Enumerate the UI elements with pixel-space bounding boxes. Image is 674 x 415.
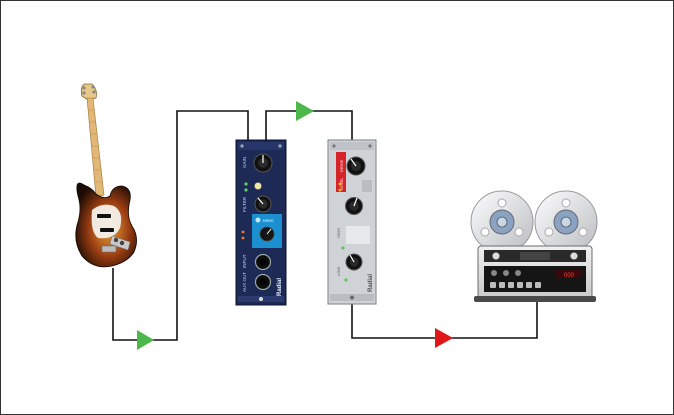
tape-counter: 000 [564, 273, 575, 279]
eq-module-icon: DRIVE LEVEL HIGH LOW Radial [327, 139, 377, 305]
cable-di-to-eq [265, 110, 353, 140]
di-input-label: INPUT [242, 254, 247, 268]
di-gain-label: GAIN [242, 157, 247, 168]
reel-to-reel-tape-recorder-icon: 000 [470, 190, 598, 302]
eq-low-label: LOW [336, 267, 341, 276]
left-reel [470, 190, 534, 254]
arrow-eq-to-tape [435, 328, 453, 348]
di-aux-out-label: AUX OUT [242, 272, 247, 292]
bass-guitar-icon [75, 83, 137, 268]
eq-drive-label: DRIVE [339, 159, 344, 172]
eq-level-label: LEVEL [339, 177, 344, 190]
di-drive-text: DRIVE [263, 219, 274, 223]
cable-guitar-to-di [112, 110, 249, 341]
eq-high-label: HIGH [336, 228, 341, 238]
di-brand: Radial [277, 278, 283, 296]
cable-eq-to-tape [351, 301, 538, 339]
arrow-guitar-to-di [137, 330, 154, 350]
right-reel [534, 190, 598, 254]
arrow-di-to-eq [296, 101, 314, 121]
di-preamp-module-icon: GAIN FILTER DRIVE INPUT AUX OUT Radial [235, 139, 287, 306]
arrows [137, 101, 453, 350]
di-filter-label: FILTER [242, 196, 247, 212]
eq-brand: Radial [368, 274, 374, 292]
